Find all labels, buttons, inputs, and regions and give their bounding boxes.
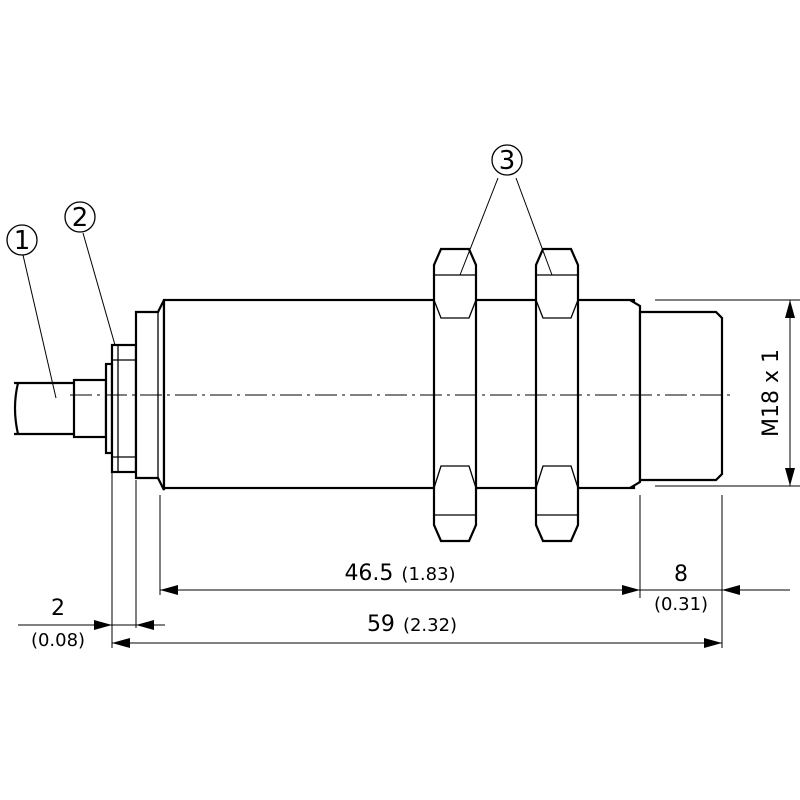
extension-lines bbox=[111, 299, 800, 648]
svg-text:8: 8 bbox=[674, 562, 688, 587]
svg-text:M18 x 1: M18 x 1 bbox=[759, 349, 784, 437]
dimension-59: 59 (2.32) bbox=[112, 612, 722, 648]
callout-2: 2 bbox=[64, 201, 96, 233]
dimension-46-5: 46.5 (1.83) bbox=[160, 561, 640, 595]
svg-text:2: 2 bbox=[51, 596, 65, 621]
callout-3: 3 bbox=[491, 144, 523, 176]
leader-lines bbox=[22, 177, 553, 399]
hex-nut-2 bbox=[534, 247, 580, 543]
dimension-8: 8 (0.31) bbox=[640, 562, 790, 615]
svg-text:1: 1 bbox=[14, 226, 31, 256]
sensing-face bbox=[638, 310, 724, 482]
svg-text:2: 2 bbox=[72, 203, 89, 233]
cable bbox=[13, 381, 74, 436]
svg-text:59 (2.32): 59 (2.32) bbox=[367, 612, 457, 637]
svg-text:3: 3 bbox=[499, 146, 516, 176]
svg-text:46.5 (1.83): 46.5 (1.83) bbox=[344, 561, 455, 586]
dimension-2: 2 (0.08) bbox=[18, 596, 165, 651]
svg-text:(0.31): (0.31) bbox=[654, 594, 708, 615]
callout-1: 1 bbox=[6, 224, 38, 256]
cable-gland bbox=[72, 343, 138, 474]
svg-text:(0.08): (0.08) bbox=[31, 630, 85, 651]
dimension-thread: M18 x 1 bbox=[759, 300, 795, 486]
